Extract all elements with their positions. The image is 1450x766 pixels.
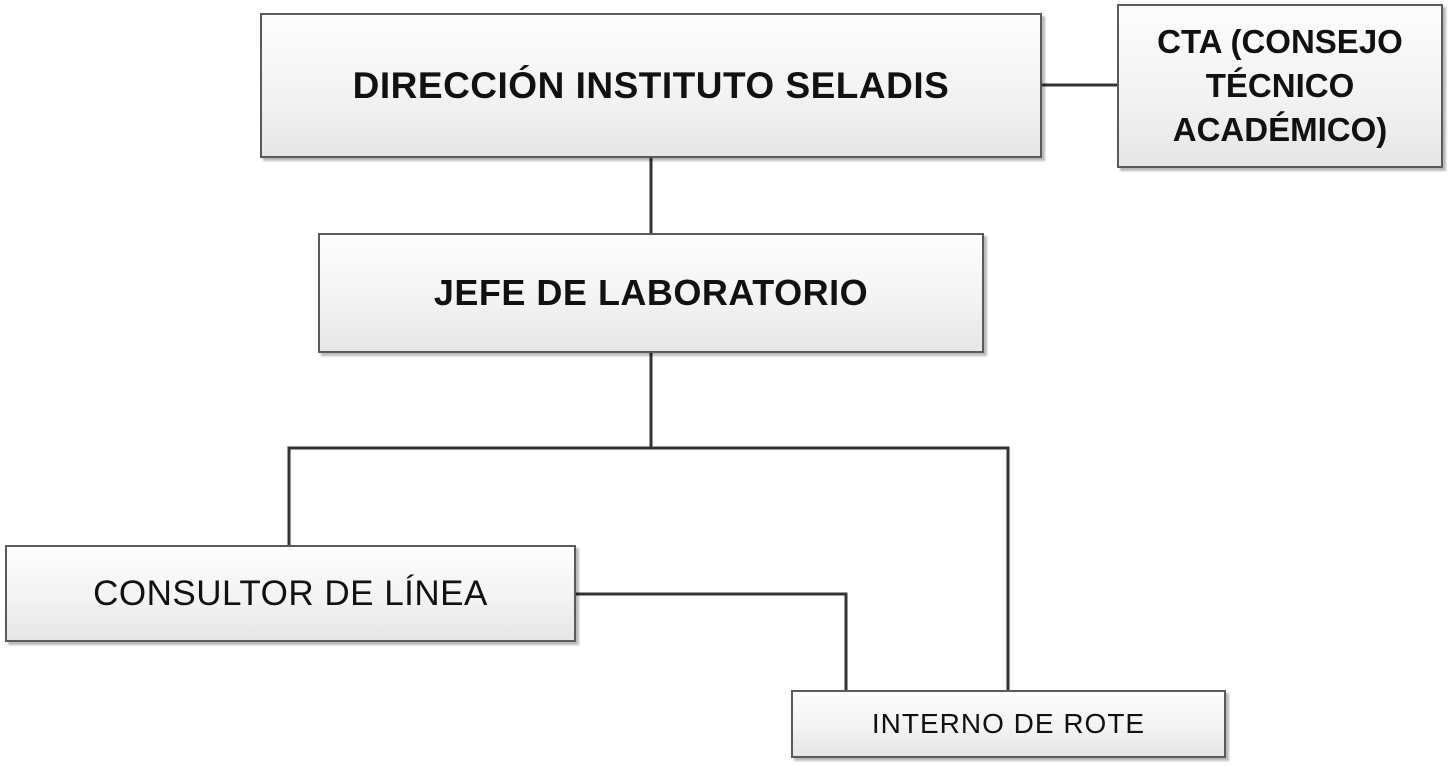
node-label: CONSULTOR DE LÍNEA <box>93 573 488 613</box>
node-label: DIRECCIÓN INSTITUTO SELADIS <box>352 64 950 106</box>
node-direccion-instituto-seladis: DIRECCIÓN INSTITUTO SELADIS <box>260 13 1042 158</box>
node-label: JEFE DE LABORATORIO <box>433 272 869 313</box>
node-label: INTERNO DE ROTE <box>871 708 1146 739</box>
node-label: CTA (CONSEJO TÉCNICO ACADÉMICO) <box>1157 23 1403 148</box>
connector-consultor-interno <box>574 592 848 692</box>
node-consultor-de-linea: CONSULTOR DE LÍNEA <box>5 545 576 642</box>
node-cta-consejo-tecnico-academico: CTA (CONSEJO TÉCNICO ACADÉMICO) <box>1117 4 1443 168</box>
node-jefe-de-laboratorio: JEFE DE LABORATORIO <box>318 233 984 353</box>
node-interno-de-rote: INTERNO DE ROTE <box>791 690 1226 758</box>
